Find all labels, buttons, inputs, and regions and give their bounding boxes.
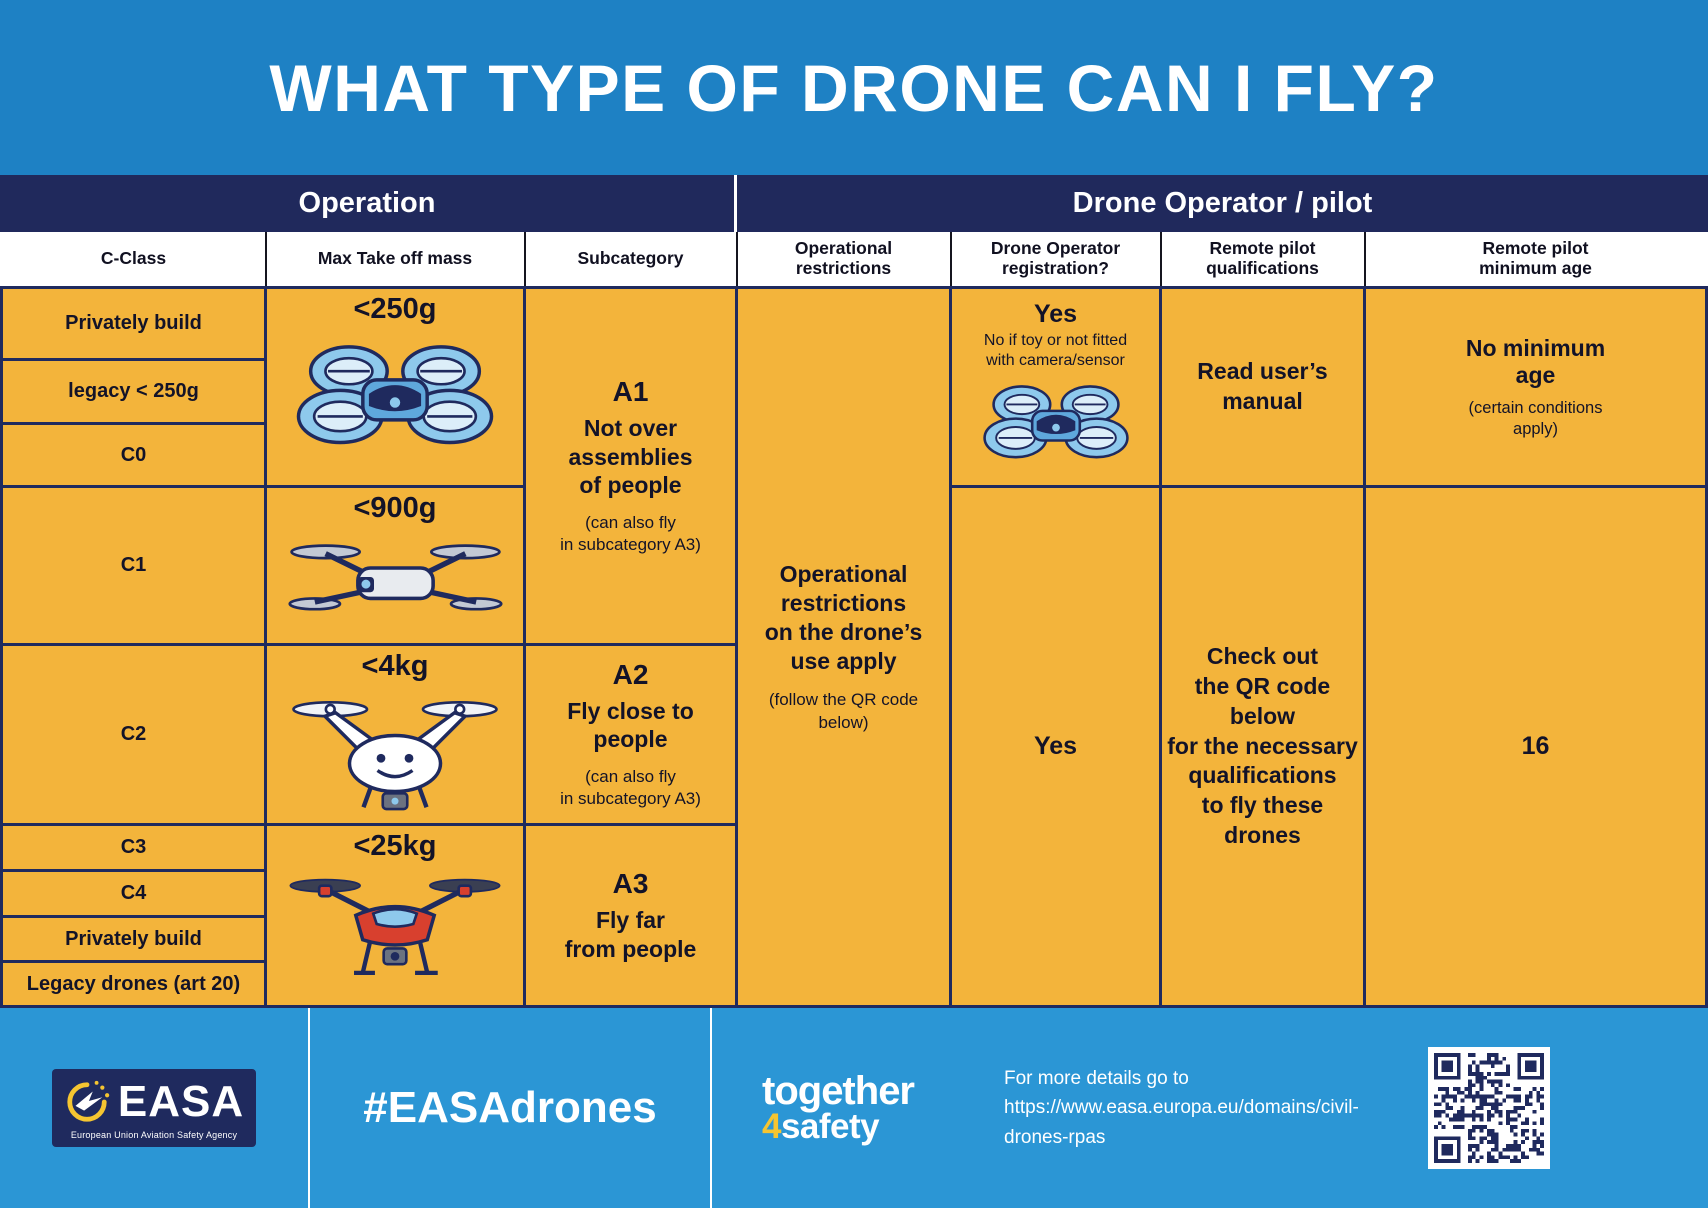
c-class-c0: C0	[3, 425, 264, 485]
column-header-pilot-qualifications: Remote pilot qualifications	[1162, 232, 1366, 286]
section-header-drone-operator-pilot: Drone Operator / pilot	[1072, 187, 1373, 219]
column-header-operator-registration: Drone Operator registration?	[952, 232, 1162, 286]
column-header-c-class: C-Class	[3, 232, 267, 286]
qr-code-graphic	[1434, 1053, 1544, 1163]
operational-restrictions-text: Operational restrictions on the drone’s …	[764, 561, 923, 674]
table-body: Privately build legacy < 250g C0 C1 C2 C…	[0, 286, 1708, 1008]
registration-cell-top: Yes No if toy or not fitted with camera/…	[952, 289, 1159, 485]
details-line1: For more details go to	[1004, 1067, 1189, 1089]
min-age-top-note: (certain conditions apply)	[1468, 398, 1603, 438]
subcategory-a3-text: Fly far from people	[564, 906, 697, 962]
mass-label-4kg: <4kg	[361, 650, 429, 682]
section-header-operation: Operation	[0, 175, 737, 232]
registration-top-note: No if toy or not fitted with camera/sens…	[983, 331, 1128, 369]
column-header-operational-restrictions: Operational restrictions	[738, 232, 952, 286]
footer-divider	[710, 1008, 712, 1208]
subcategory-a1-text: Not over assemblies of people	[568, 414, 693, 499]
column-header-row: C-Class Max Take off mass Subcategory Op…	[0, 232, 1708, 286]
mass-label-25kg: <25kg	[353, 830, 437, 862]
registration-cell-bottom: Yes	[952, 488, 1159, 1005]
column-header-subcategory: Subcategory	[526, 232, 738, 286]
easa-subtitle: European Union Aviation Safety Agency	[70, 1130, 238, 1140]
mass-cell-under-250g: <250g	[267, 289, 523, 485]
together4safety-logo: together 4safety	[712, 1069, 964, 1147]
operational-restrictions-note: (follow the QR code below)	[768, 690, 919, 732]
operational-restrictions-cell: Operational restrictions on the drone’s …	[738, 289, 949, 1005]
mass-cell-under-25kg: <25kg	[267, 826, 523, 1005]
subcategory-a2-text: Fly close to people	[567, 697, 694, 753]
footer: EASA European Union Aviation Safety Agen…	[0, 1008, 1708, 1208]
mass-cell-under-900g: <900g	[267, 488, 523, 643]
column-header-pilot-minimum-age: Remote pilot minimum age	[1479, 238, 1592, 278]
qr-code	[1428, 1047, 1550, 1169]
together-word: together	[762, 1069, 915, 1114]
footer-divider	[308, 1008, 310, 1208]
easa-logo: EASA European Union Aviation Safety Agen…	[0, 1069, 308, 1147]
hashtag-easadrones: #EASAdrones	[363, 1083, 657, 1132]
min-age-cell-top: No minimum age (certain conditions apply…	[1366, 289, 1705, 485]
together-safety: safety	[780, 1107, 880, 1147]
registration-bottom-answer: Yes	[1033, 732, 1078, 760]
subcategory-a2-cell: A2 Fly close to people (can also fly in …	[526, 646, 735, 823]
c-class-c1: C1	[3, 488, 264, 643]
c-class-c2: C2	[3, 646, 264, 823]
easa-logo-icon	[67, 1080, 110, 1122]
qualifications-cell-bottom: Check out the QR code below for the nece…	[1162, 488, 1363, 1005]
subcategory-a1-cell: A1 Not over assemblies of people (can al…	[526, 289, 735, 643]
drone-registration-illustration	[982, 384, 1129, 459]
c-class-legacy-drones-art20: Legacy drones (art 20)	[3, 963, 264, 1005]
c-class-legacy-under-250g: legacy < 250g	[3, 361, 264, 422]
section-band: Operation Drone Operator / pilot	[0, 175, 1708, 232]
details-url[interactable]: https://www.easa.europa.eu/domains/civil…	[1004, 1097, 1359, 1148]
subcategory-a2-code: A2	[612, 658, 649, 690]
mass-label-900g: <900g	[353, 492, 437, 524]
subcategory-a2-note: (can also fly in subcategory A3)	[560, 767, 701, 809]
drone-c2-illustration	[292, 700, 498, 811]
c-class-c4: C4	[3, 872, 264, 915]
details-text: For more details go to https://www.easa.…	[964, 1064, 1414, 1152]
together-4: 4	[762, 1107, 781, 1147]
column-header-max-take-off-mass: Max Take off mass	[267, 232, 526, 286]
min-age-bottom-value: 16	[1521, 732, 1550, 760]
drone-c1-illustration	[287, 544, 503, 611]
c-class-c3: C3	[3, 826, 264, 869]
subcategory-a1-note: (can also fly in subcategory A3)	[560, 513, 701, 555]
qualifications-cell-top: Read user’s manual	[1162, 289, 1363, 485]
top-banner: WHAT TYPE OF DRONE CAN I FLY?	[0, 0, 1708, 175]
qualifications-top-text: Read user’s manual	[1197, 358, 1328, 414]
mass-cell-under-4kg: <4kg	[267, 646, 523, 823]
c-class-privately-build-small: Privately build	[3, 289, 264, 358]
c-class-privately-build-large: Privately build	[3, 918, 264, 960]
page-title: WHAT TYPE OF DRONE CAN I FLY?	[269, 50, 1439, 125]
subcategory-a1-code: A1	[612, 375, 649, 407]
easa-name: EASA	[117, 1077, 245, 1126]
subcategory-a3-cell: A3 Fly far from people	[526, 826, 735, 1005]
mass-label-250g: <250g	[353, 293, 437, 325]
drone-c0-illustration	[296, 345, 494, 445]
easa-logo-box: EASA European Union Aviation Safety Agen…	[51, 1069, 257, 1147]
subcategory-a3-code: A3	[612, 867, 649, 899]
min-age-top-main: No minimum age	[1465, 334, 1606, 389]
registration-top-answer: Yes	[1033, 300, 1078, 328]
qualifications-bottom-text: Check out the QR code below for the nece…	[1167, 642, 1358, 849]
drone-c3-illustration	[289, 878, 501, 975]
min-age-cell-bottom: 16	[1366, 488, 1705, 1005]
